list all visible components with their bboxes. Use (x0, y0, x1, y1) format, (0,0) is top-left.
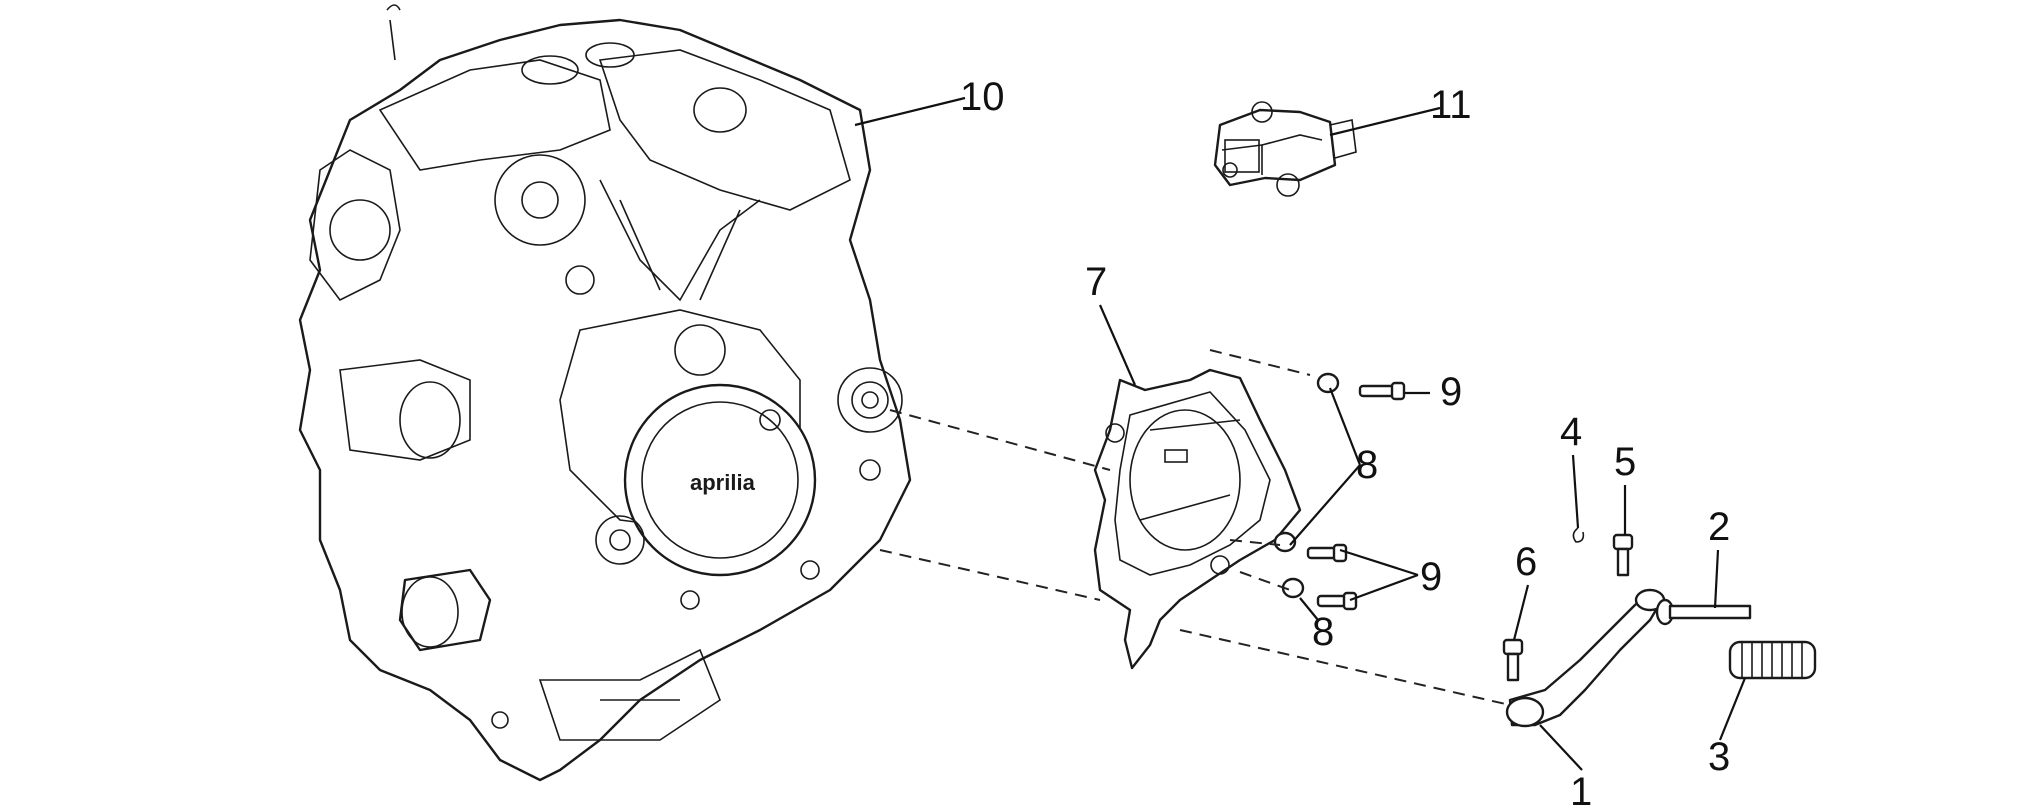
callout-6: 6 (1515, 540, 1537, 584)
callout-labels: 10 11 7 9 8 9 8 4 5 6 2 3 1 (960, 75, 1730, 812)
pivot-bolts (1502, 533, 1634, 682)
callout-8-lower: 8 (1312, 610, 1334, 654)
sprocket-cover (1093, 368, 1302, 670)
circlip (1572, 527, 1585, 543)
callout-1: 1 (1570, 770, 1592, 812)
screws (1306, 381, 1406, 611)
callout-9-lower: 9 (1420, 555, 1442, 599)
assembly-lines (879, 349, 1511, 706)
callout-2: 2 (1708, 505, 1730, 549)
engine-brand-logo: aprilia (690, 470, 756, 495)
callout-9-upper: 9 (1440, 370, 1462, 414)
gear-pedal-rubber (1728, 640, 1817, 680)
gear-position-sensor (1213, 101, 1357, 197)
callout-10: 10 (960, 75, 1005, 119)
callout-3: 3 (1708, 735, 1730, 779)
callout-7: 7 (1085, 260, 1107, 304)
callout-5: 5 (1614, 440, 1636, 484)
pivot-pin (1655, 598, 1752, 626)
gear-lever (1505, 588, 1666, 728)
callout-4: 4 (1560, 410, 1582, 454)
leader-lines (854, 96, 1747, 771)
engine-assembly: aprilia (298, 4, 912, 782)
callout-11: 11 (1430, 83, 1472, 127)
callout-8-upper: 8 (1356, 443, 1378, 487)
